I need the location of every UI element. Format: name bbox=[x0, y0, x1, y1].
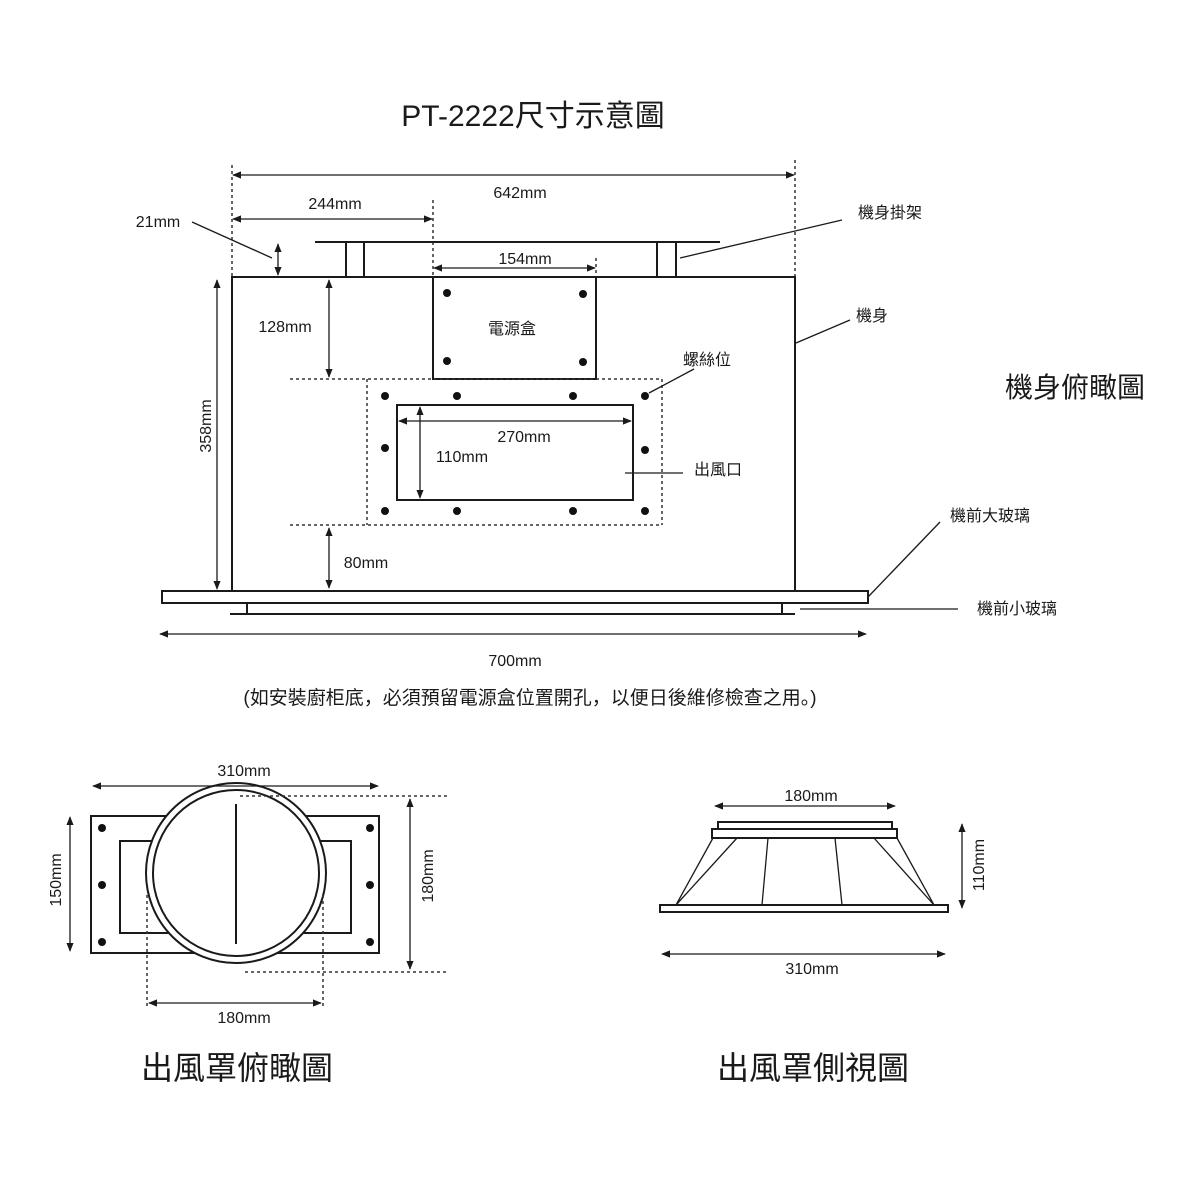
hanger-bracket bbox=[656, 241, 677, 278]
screw-dot bbox=[443, 289, 451, 297]
leader-line bbox=[679, 219, 843, 259]
dim-label-358: 358mm bbox=[198, 399, 215, 452]
label-small-glass: 機前小玻璃 bbox=[977, 600, 1057, 618]
large-front-glass bbox=[161, 590, 869, 604]
leader-line bbox=[795, 319, 851, 344]
dim-label-244: 244mm bbox=[308, 196, 361, 213]
dim-label-21: 21mm bbox=[136, 214, 180, 231]
top-view: 642mm 244mm 21mm 機身掛架 機身 電源盒 154mm 128mm bbox=[136, 160, 1145, 709]
dim-label-110: 110mm bbox=[971, 839, 988, 891]
dim-label-310: 310mm bbox=[785, 961, 838, 978]
hanger-bracket bbox=[345, 241, 365, 278]
label-large-glass: 機前大玻璃 bbox=[950, 507, 1030, 525]
hood-collar-top bbox=[717, 821, 893, 830]
dim-label-642: 642mm bbox=[493, 185, 546, 202]
leader-line bbox=[648, 368, 695, 394]
screw-dot bbox=[579, 290, 587, 298]
hood-screws bbox=[98, 824, 374, 946]
hood-body-lines bbox=[675, 837, 935, 906]
dim-label-110: 110mm bbox=[436, 449, 488, 466]
dim-label-180-vertical: 180mm bbox=[420, 849, 437, 902]
leader-line bbox=[867, 521, 941, 598]
hood-side-view-title: 出風罩側視圖 bbox=[717, 1050, 909, 1086]
label-outlet: 出風口 bbox=[694, 461, 742, 479]
page-title: PT-2222尺寸示意圖 bbox=[401, 100, 664, 133]
dim-label-270: 270mm bbox=[497, 429, 550, 446]
hood-top-view: 310mm 150mm 180mm 180mm 出風罩俯瞰圖 bbox=[48, 763, 447, 1086]
leader-line bbox=[191, 221, 273, 259]
dim-label-150: 150mm bbox=[48, 853, 65, 906]
label-power-box: 電源盒 bbox=[488, 320, 536, 338]
screw-dot bbox=[579, 358, 587, 366]
dim-label-180-horizontal: 180mm bbox=[217, 1010, 270, 1027]
hood-collar-flange bbox=[711, 828, 898, 839]
top-view-title: 機身俯瞰圖 bbox=[1005, 372, 1145, 403]
dim-label-128: 128mm bbox=[258, 319, 311, 336]
installation-note: (如安裝廚柜底，必須預留電源盒位置開孔，以便日後維修檢查之用。) bbox=[243, 686, 816, 709]
dim-label-80: 80mm bbox=[344, 555, 388, 572]
label-hanger: 機身掛架 bbox=[858, 204, 922, 222]
hood-top-view-title: 出風罩俯瞰圖 bbox=[141, 1050, 333, 1086]
label-screw: 螺絲位 bbox=[683, 351, 731, 369]
dim-label-180: 180mm bbox=[784, 788, 837, 805]
hood-base bbox=[659, 904, 949, 913]
hood-side-view: 180mm 110mm 310mm 出風罩側視圖 bbox=[659, 788, 988, 1086]
label-body: 機身 bbox=[856, 307, 888, 325]
dim-label-700: 700mm bbox=[488, 653, 541, 670]
screw-dot bbox=[443, 357, 451, 365]
air-outlet bbox=[396, 404, 634, 501]
outlet-screws bbox=[381, 392, 649, 515]
dim-label-154: 154mm bbox=[498, 251, 551, 268]
dim-label-310: 310mm bbox=[217, 763, 270, 780]
